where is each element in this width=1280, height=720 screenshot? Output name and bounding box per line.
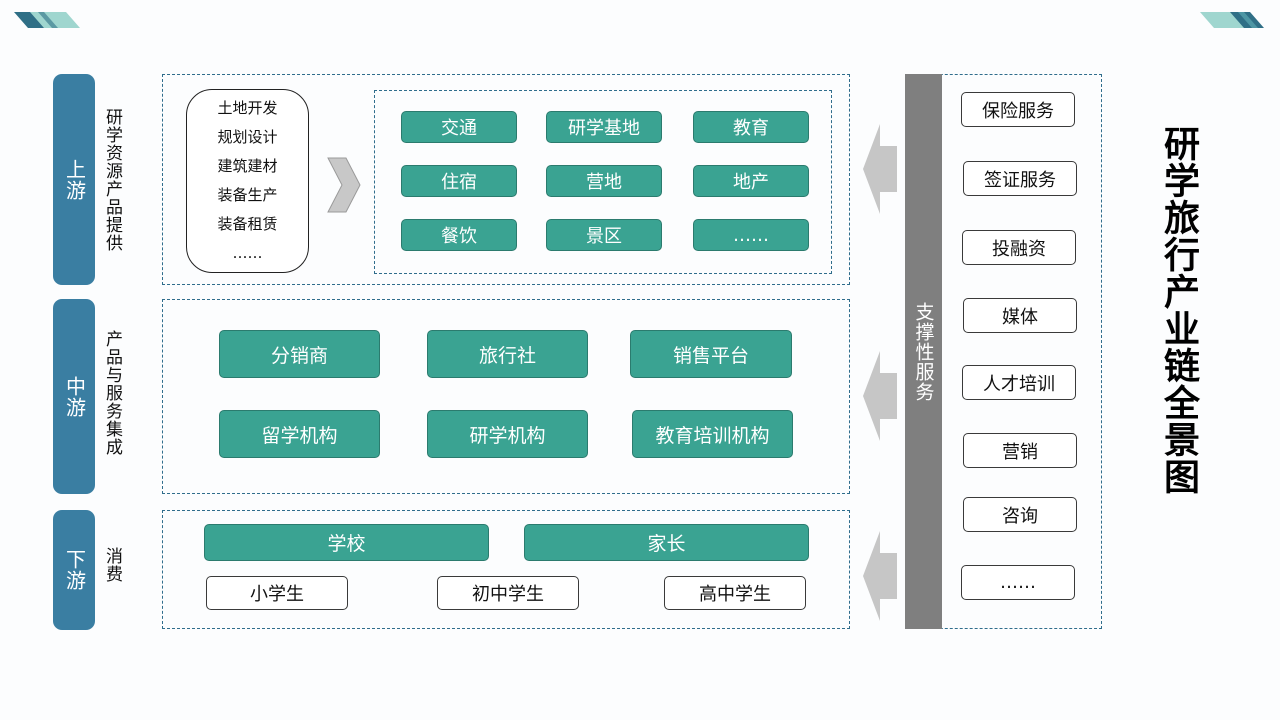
student-box: 小学生 — [206, 576, 348, 610]
stage-midstream-label: 中游 — [62, 375, 87, 418]
resource-box: 餐饮 — [401, 219, 517, 251]
resource-box: 交通 — [401, 111, 517, 143]
student-box: 初中学生 — [437, 576, 579, 610]
midstream-box: 教育培训机构 — [632, 410, 793, 458]
support-item: 媒体 — [963, 298, 1077, 333]
land-item: 装备生产 — [217, 186, 278, 204]
stage-upstream-label: 上游 — [62, 158, 87, 201]
corner-decoration-right — [1200, 12, 1264, 28]
support-item: 营销 — [963, 433, 1077, 468]
stage-midstream: 中游 — [53, 299, 95, 494]
midstream-panel — [162, 299, 850, 494]
stage-downstream-label: 下游 — [62, 549, 87, 591]
resource-box: 地产 — [693, 165, 809, 197]
chevron-right-icon — [327, 157, 361, 213]
support-item: 咨询 — [963, 497, 1077, 532]
support-label-bar: 支撑性服务 — [905, 74, 942, 629]
corner-decoration-left — [14, 12, 80, 28]
resource-box: 景区 — [546, 219, 662, 251]
upstream-panel — [162, 74, 850, 285]
page-title: 研学旅行产业链全景图 — [1158, 125, 1199, 495]
land-item: 装备租赁 — [217, 215, 278, 233]
midstream-box: 留学机构 — [219, 410, 380, 458]
resource-box: …… — [693, 219, 809, 251]
support-item: 人才培训 — [962, 365, 1076, 400]
arrow-left-icon — [863, 124, 897, 214]
midstream-box: 研学机构 — [427, 410, 588, 458]
stage-upstream: 上游 — [53, 74, 95, 285]
resource-box: 研学基地 — [546, 111, 662, 143]
support-item: 保险服务 — [961, 92, 1075, 127]
midstream-box: 分销商 — [219, 330, 380, 378]
stage-downstream: 下游 — [53, 510, 95, 630]
land-item: …… — [232, 244, 263, 262]
land-item: 土地开发 — [217, 99, 278, 117]
support-item: …… — [961, 565, 1075, 600]
midstream-box: 旅行社 — [427, 330, 588, 378]
midstream-box: 销售平台 — [630, 330, 792, 378]
resource-group — [374, 90, 832, 274]
land-item: 建筑建材 — [217, 157, 278, 175]
downstream-panel — [162, 510, 850, 629]
student-box: 高中学生 — [664, 576, 806, 610]
support-item: 签证服务 — [963, 161, 1077, 196]
stage-midstream-desc: 产品与服务集成 — [102, 330, 122, 456]
resource-box: 营地 — [546, 165, 662, 197]
resource-box: 住宿 — [401, 165, 517, 197]
arrow-left-icon — [863, 531, 897, 621]
stage-downstream-desc: 消费 — [102, 547, 122, 583]
payer-box: 学校 — [204, 524, 489, 561]
arrow-left-icon — [863, 351, 897, 441]
stage-upstream-desc: 研学资源产品提供 — [102, 108, 122, 252]
payer-box: 家长 — [524, 524, 809, 561]
land-services-box: 土地开发 规划设计 建筑建材 装备生产 装备租赁 …… — [186, 89, 309, 273]
support-label: 支撑性服务 — [912, 301, 935, 402]
land-item: 规划设计 — [217, 128, 278, 146]
resource-box: 教育 — [693, 111, 809, 143]
support-item: 投融资 — [962, 230, 1076, 265]
